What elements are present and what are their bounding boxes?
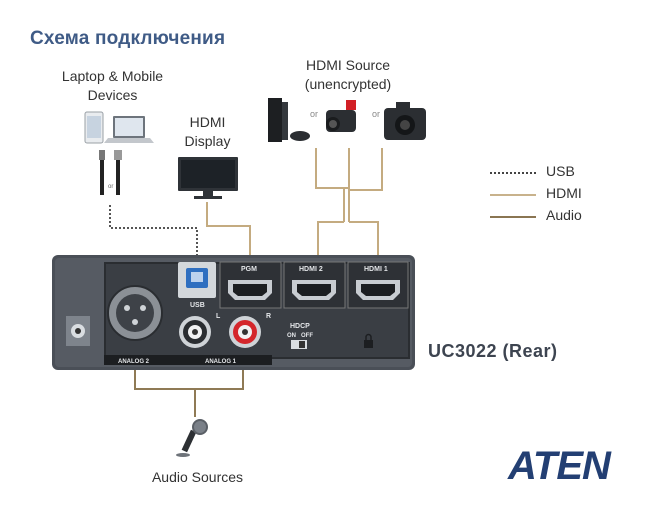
laptop-mobile-label-line1: Laptop & Mobile [61, 68, 164, 84]
hdmi-port-1 [356, 280, 400, 300]
laptop-mobile-label-line2: Devices [87, 87, 138, 103]
game-console-icon [268, 98, 310, 142]
hdmi1-port-label: HDMI 1 [364, 266, 388, 273]
page-title: Схема подключения [30, 28, 226, 49]
phone-icon [84, 111, 104, 144]
hdmi2-port-label: HDMI 2 [299, 266, 323, 273]
uc3022-rear-panel: USB L R PGM HDMI 2 HDMI 1 [52, 255, 415, 370]
legend-hdmi-label: HDMI [546, 185, 582, 201]
hdmi-cables [206, 148, 383, 256]
hdmi-source-label-line1: HDMI Source [305, 57, 391, 73]
microphone-icon [176, 419, 208, 457]
analog1-label: ANALOG 1 [205, 359, 237, 365]
legend-audio-label: Audio [546, 207, 582, 223]
aten-logo: ATEN [508, 444, 611, 488]
or-label-2: or [372, 109, 380, 119]
dc-power-jack [66, 316, 90, 346]
hdmi-cable-to-hdmi1 [349, 221, 379, 256]
legend-usb-swatch [490, 172, 536, 174]
usb-cable [109, 205, 198, 262]
hdmi-source-label-line2: (unencrypted) [304, 76, 392, 92]
hdmi-display-label-line1: HDMI [189, 114, 226, 130]
legend: USB HDMI Audio [490, 163, 600, 233]
laptop-mobile-label: Laptop & Mobile Devices [50, 67, 175, 105]
dslr-camera-icon [384, 102, 426, 140]
xlr-connector-analog2 [107, 285, 163, 341]
analog2-label: ANALOG 2 [118, 359, 150, 365]
hdmi-source-label: HDMI Source (unencrypted) [288, 56, 408, 94]
legend-audio-swatch [490, 216, 536, 218]
audio-cables [134, 368, 244, 417]
hdmi-port-2 [292, 280, 336, 300]
hdmi-display-label-line2: Display [184, 133, 231, 149]
or-label-1: or [310, 109, 318, 119]
left-channel-label: L [216, 313, 221, 320]
pgm-port-label: PGM [241, 266, 257, 273]
hdcp-label: HDCP [290, 323, 310, 330]
right-channel-label: R [266, 313, 271, 320]
hdcp-on-label: ON [287, 333, 296, 339]
audio-jack-right [229, 316, 261, 348]
hdmi-port-pgm [228, 280, 272, 300]
hdmi-cable-display [206, 202, 251, 256]
hdcp-off-label: OFF [301, 333, 313, 339]
laptop-icon [104, 116, 154, 143]
hdmi-cable-source-3 [348, 148, 383, 222]
legend-hdmi-swatch [490, 194, 536, 196]
hdmi-cable-source-1 [315, 148, 345, 222]
aten-logo-mark [508, 448, 522, 478]
device-name-label: UC3022 (Rear) [428, 341, 558, 361]
usb-port-label: USB [190, 302, 205, 309]
monitor-icon [178, 157, 238, 199]
audio-jack-left [179, 316, 211, 348]
hdcp-switch [291, 340, 307, 349]
hdmi-display-label: HDMI Display [170, 113, 245, 151]
camcorder-icon [326, 100, 356, 132]
usb-plug-icons: or [99, 150, 122, 195]
hdmi-cable-to-hdmi2 [317, 221, 344, 256]
audio-sources-label: Audio Sources [151, 469, 244, 485]
hdmi-cable-source-2 [344, 148, 350, 189]
or-label-usb: or [108, 184, 113, 190]
legend-usb-label: USB [546, 163, 575, 179]
lock-icon [364, 333, 373, 348]
usb-port [178, 262, 216, 298]
